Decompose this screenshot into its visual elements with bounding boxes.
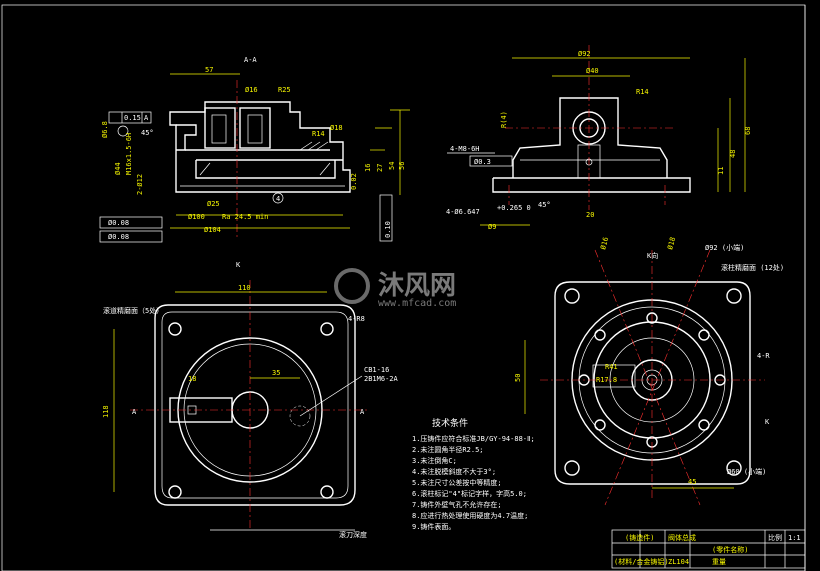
dim-35: 35 [272, 369, 280, 377]
tb-r2c3: 重量 [712, 558, 726, 566]
chamfer-45: 45° [141, 129, 154, 137]
tech-note-5: 5.未注尺寸公差按中等精度; [412, 478, 502, 487]
dim-16: 16 [364, 164, 372, 172]
dim-0104: Ø104 [204, 226, 221, 234]
dim-11: 11 [717, 167, 725, 175]
dim-r14: R14 [312, 130, 325, 138]
dim-50: 50 [514, 374, 522, 382]
dim-m18: M16x1.5-6H [125, 133, 133, 175]
dim-r41: R41 [605, 363, 618, 371]
dim-044: Ø44 [114, 162, 122, 175]
technical-requirements: 技术条件 1.压铸件应符合标准JB/GY-94-88-Ⅱ; 2.未注圆角半径R2… [412, 417, 535, 531]
tech-note-4: 4.未注脱模斜度不大于3°; [412, 467, 496, 476]
dim-ra: Ra 24.5 min [222, 213, 268, 221]
dim-56: 56 [398, 162, 406, 170]
dim-r14-side: R14 [636, 88, 649, 96]
label-k-right: K [765, 418, 770, 426]
dim-060-small: Ø60 (小端) [727, 467, 766, 476]
tech-note-3: 3.未注倒角C; [412, 456, 457, 465]
k-direction-label: K向 [647, 251, 658, 260]
watermark-url: www.mfcad.com [378, 298, 456, 309]
dim-016: Ø16 [245, 86, 258, 94]
tol-datum-a: A [144, 114, 149, 122]
tech-title: 技术条件 [432, 417, 468, 429]
tol-008b: Ø0.08 [108, 233, 129, 241]
section-title: A-A [244, 56, 257, 64]
tb-r1c1: (铸造件) [625, 533, 654, 542]
dim-068: Ø6.8 [101, 121, 109, 138]
section-view-aa: A-A 57 Ø16 R25 56 54 27 16 [99, 56, 410, 243]
tb-r2c2: ZL104 [668, 558, 689, 566]
dim-092-small: Ø92 (小端) [705, 243, 744, 252]
tb-r1c5: 1:1 [788, 534, 801, 542]
dim-016-right: Ø16 [599, 236, 610, 250]
dim-r8: 4-R8 [348, 315, 365, 323]
tech-note-6: 6.滚柱标记"4"标记字样，字高5.0; [412, 489, 527, 498]
tol-030: Ø0.3 [474, 158, 491, 166]
title-block: (铸造件) 阀体总成 (零件名称) 比例 1:1 (材料/合金铸铝) ZL104… [611, 529, 806, 569]
tol-010: 0.10 [384, 221, 392, 238]
side-view: Ø92 Ø40 R14 68 48 11 R(4) 4-M8-6H Ø0.3 4… [446, 45, 752, 231]
watermark-logo-icon [334, 268, 370, 304]
note-top-left: 滚道精磨面（5处） [103, 306, 163, 315]
view-label-k: K [236, 261, 241, 269]
tb-r1c4: 比例 [768, 533, 782, 542]
tech-note-9: 9.铸件表面。 [412, 522, 455, 531]
dim-002: 0.02 [350, 173, 358, 190]
watermark-name: 沐风网 [378, 271, 456, 301]
circle-4: 4 [276, 195, 280, 203]
dim-2-012: 2-Ø12 [136, 174, 144, 195]
dim-092: Ø92 [578, 50, 591, 58]
dim-09: Ø9 [488, 223, 496, 231]
dim-20: 20 [586, 211, 594, 219]
note-bottom-left: 滚刀深度 [339, 530, 367, 539]
dim-27: 27 [376, 164, 384, 172]
dim-118: 118 [102, 405, 110, 418]
tech-note-7: 7.铸件外壁气孔不允许存在; [412, 500, 502, 509]
tol-015: 0.15 [124, 114, 141, 122]
watermark: 沐风网 www.mfcad.com [334, 268, 456, 309]
dim-r17: R17.8 [596, 376, 617, 384]
label-4r: 4-R [757, 352, 770, 360]
dim-040: Ø40 [586, 67, 599, 75]
dim-110: 110 [238, 284, 251, 292]
letter-a-right: A [360, 408, 365, 416]
dim-48: 48 [729, 150, 737, 158]
tech-note-8: 8.应进行热处理使用硬度为4.7温度; [412, 511, 528, 520]
note-top-right: 滚柱精磨面 (12处) [721, 263, 784, 272]
dim-18: 18 [188, 375, 196, 383]
dim-hole4: 4-Ø6.647 [446, 208, 480, 216]
tb-r2c1: (材料/合金铸铝) [614, 557, 669, 566]
label-cb: CB1-16 [364, 366, 389, 374]
k-view: K向 Ø92 (小端) 滚柱精磨面 (12处) 50 R41 R17.8 45 … [514, 236, 784, 506]
dim-57: 57 [205, 66, 213, 74]
dim-018: Ø18 [330, 124, 343, 132]
tb-r1c2: 阀体总成 [668, 533, 696, 542]
dim-54: 54 [388, 162, 396, 170]
tech-note-1: 1.压铸件应符合标准JB/GY-94-88-Ⅱ; [412, 434, 535, 443]
label-cb2: 2B1M6-2A [364, 375, 399, 383]
letter-a-left: A [132, 408, 137, 416]
dim-0100: Ø100 [188, 213, 205, 221]
plan-view: K 110 118 滚道精磨面（5处） 4-R8 35 18 CB1-16 2B… [102, 261, 399, 539]
dim-018-right: Ø18 [666, 236, 677, 250]
dim-68: 68 [744, 127, 752, 135]
dim-025: Ø25 [207, 200, 220, 208]
dim-45-right: 45 [688, 478, 696, 486]
dim-tol-hole: +0.265 0 [497, 204, 531, 212]
dim-m8: 4-M8-6H [450, 145, 480, 153]
dim-r25: R25 [278, 86, 291, 94]
tol-008a: Ø0.08 [108, 219, 129, 227]
tech-note-2: 2.未注圆角半径R2.5; [412, 445, 484, 454]
dim-45deg: 45° [538, 201, 551, 209]
tb-r1c3: (零件名称) [712, 545, 748, 554]
dim-r16-side: R(4) [500, 111, 508, 128]
